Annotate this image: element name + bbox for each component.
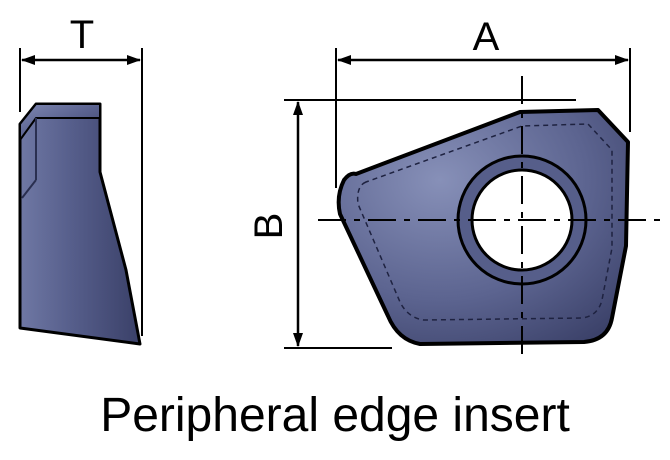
top-view: A B bbox=[247, 15, 664, 356]
a-dimension-label: A bbox=[473, 15, 500, 59]
insert-side-chamfer bbox=[19, 103, 101, 141]
insert-dashed-outline bbox=[356, 123, 613, 321]
b-dimension-label: B bbox=[247, 213, 291, 240]
side-view: T bbox=[18, 13, 143, 346]
insert-side-edge-2 bbox=[21, 179, 37, 199]
t-dimension-label: T bbox=[70, 13, 94, 57]
diagram-caption: Peripheral edge insert bbox=[100, 389, 570, 442]
insert-side-body bbox=[18, 102, 142, 346]
